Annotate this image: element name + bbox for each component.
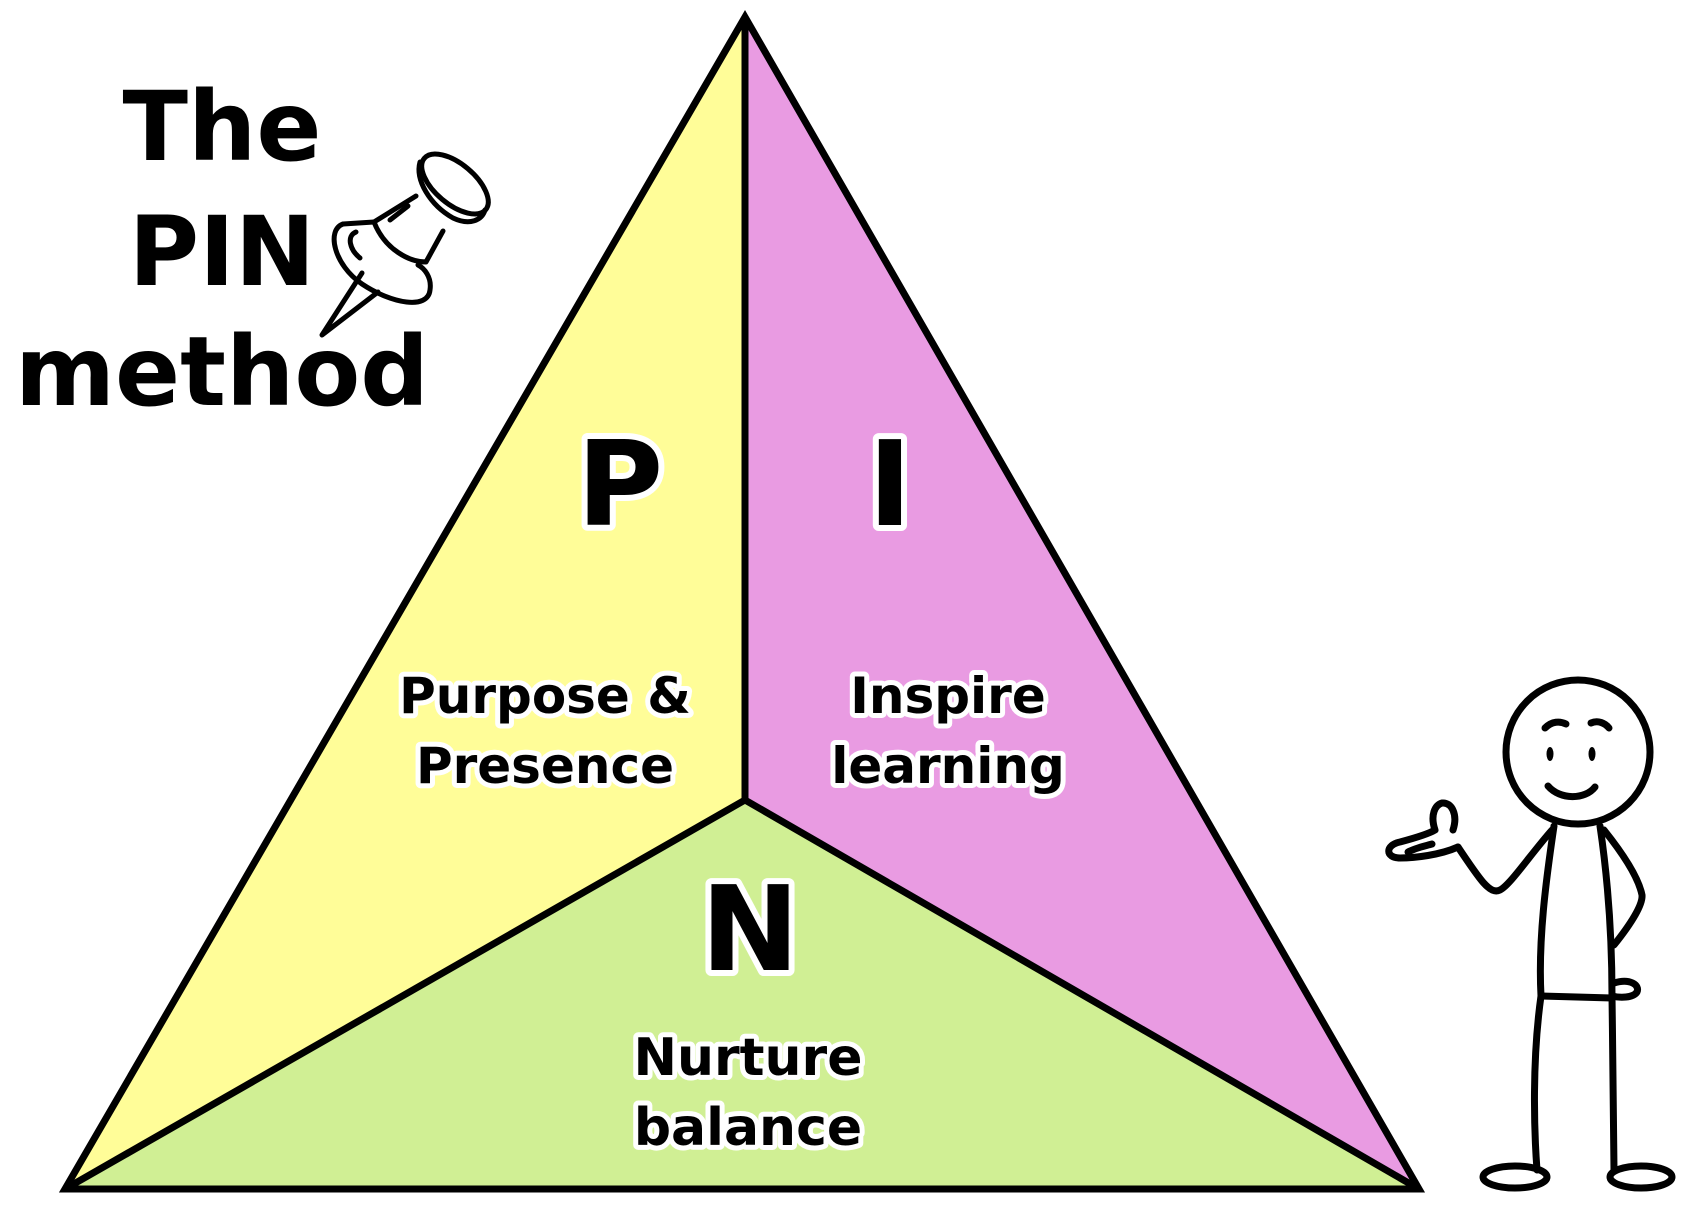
letter-i: I xyxy=(868,415,912,553)
inspire-label-line2: learning xyxy=(831,737,1065,795)
nurture-label-line2: balance xyxy=(634,1098,862,1158)
title-line-1: The xyxy=(123,71,322,183)
pushpin-icon xyxy=(319,151,491,338)
purpose-label-line2: Presence xyxy=(416,737,674,795)
pyramid xyxy=(58,10,1426,1193)
divider-right xyxy=(743,796,1421,1193)
divider-left xyxy=(63,796,747,1193)
pyramid-outline xyxy=(58,10,1426,1193)
purpose-label-line1: Purpose & xyxy=(399,667,691,725)
letter-p: P xyxy=(577,415,663,553)
head xyxy=(1502,676,1654,828)
nurture-segment xyxy=(65,800,1419,1189)
letter-n: N xyxy=(701,860,800,998)
title-line-2: PIN xyxy=(129,196,315,308)
nurture-label-line1: Nurture xyxy=(634,1028,863,1088)
stick-figure-presenting xyxy=(1385,676,1676,1192)
inspire-label-line1: Inspire xyxy=(850,667,1045,725)
title-line-3: method xyxy=(15,316,429,428)
